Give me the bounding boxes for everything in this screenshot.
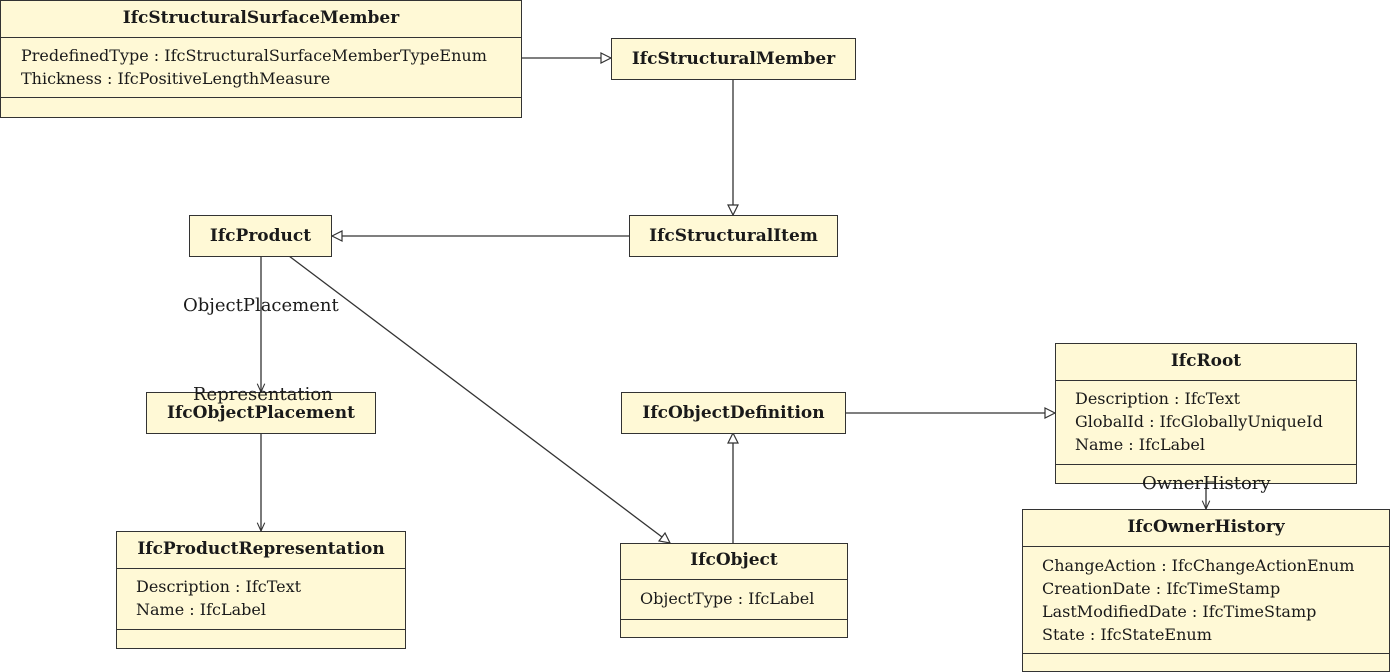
class-ifc-structural-item: IfcStructuralItem: [629, 215, 838, 257]
class-attribute: PredefinedType : IfcStructuralSurfaceMem…: [21, 46, 487, 65]
class-attribute: ObjectType : IfcLabel: [640, 589, 815, 608]
class-attribute: ChangeAction : IfcChangeActionEnum: [1042, 556, 1355, 575]
class-name: IfcObjectDefinition: [642, 403, 825, 423]
relation-label-object-placement: ObjectPlacement: [183, 295, 339, 316]
class-ifc-object-definition: IfcObjectDefinition: [621, 392, 846, 434]
class-attribute: Name : IfcLabel: [136, 600, 266, 619]
class-attribute: State : IfcStateEnum: [1042, 625, 1212, 644]
class-ifc-structural-member: IfcStructuralMember: [611, 38, 856, 80]
class-attribute: GlobalId : IfcGloballyUniqueId: [1075, 412, 1323, 431]
relation-label-representation: Representation: [193, 384, 333, 405]
class-name: IfcStructuralMember: [631, 49, 836, 69]
class-attribute: Description : IfcText: [1075, 389, 1241, 408]
class-attribute: Description : IfcText: [136, 577, 302, 596]
class-name: IfcRoot: [1170, 351, 1242, 371]
class-name: IfcObjectPlacement: [167, 403, 355, 423]
class-attribute: CreationDate : IfcTimeStamp: [1042, 579, 1281, 598]
class-name: IfcOwnerHistory: [1127, 517, 1285, 537]
relation-label-owner-history: OwnerHistory: [1142, 473, 1271, 494]
class-ifc-object: IfcObject ObjectType : IfcLabel: [620, 543, 848, 638]
class-attribute: Name : IfcLabel: [1075, 435, 1205, 454]
class-name: IfcProductRepresentation: [137, 539, 385, 559]
class-ifc-product-representation: IfcProductRepresentation Description : I…: [116, 531, 406, 649]
class-ifc-owner-history: IfcOwnerHistory ChangeAction : IfcChange…: [1022, 509, 1390, 672]
class-name: IfcObject: [690, 550, 778, 570]
class-attribute: LastModifiedDate : IfcTimeStamp: [1042, 602, 1317, 621]
class-name: IfcStructuralSurfaceMember: [122, 8, 400, 28]
inheritance-product-to-object: [288, 255, 670, 543]
class-ifc-object-placement: IfcObjectPlacement: [146, 392, 376, 434]
class-ifc-structural-surface-member: IfcStructuralSurfaceMember PredefinedTyp…: [0, 0, 522, 118]
class-name: IfcProduct: [209, 226, 312, 246]
class-name: IfcStructuralItem: [649, 226, 818, 246]
class-ifc-root: IfcRoot Description : IfcText GlobalId :…: [1055, 343, 1357, 484]
class-ifc-product: IfcProduct: [189, 215, 332, 257]
class-attribute: Thickness : IfcPositiveLengthMeasure: [21, 69, 331, 88]
